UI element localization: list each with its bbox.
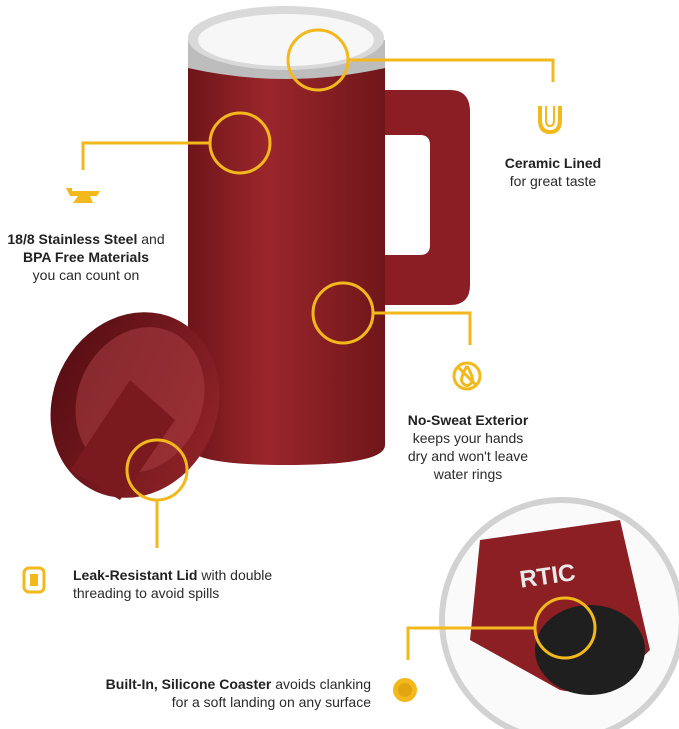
feature-silicone-coaster: Built-In, Silicone Coaster avoids clanki…: [40, 675, 371, 711]
feature-title: Leak-Resistant Lid: [73, 567, 198, 583]
feature-ceramic-lined: Ceramic Lined for great taste: [488, 154, 618, 190]
coaster-icon: [393, 678, 417, 702]
feature-stainless-steel: 18/8 Stainless Steel and BPA Free Materi…: [0, 230, 172, 284]
anvil-icon: [66, 188, 100, 203]
u-ceramic-icon: [538, 106, 562, 135]
feature-title: No-Sweat Exterior: [407, 412, 529, 428]
feature-desc: threading to avoid spills: [73, 585, 220, 601]
feature-title-rest: avoids clanking: [271, 676, 371, 692]
lid-icon: [22, 566, 46, 594]
lid: [50, 312, 220, 500]
feature-desc: water rings: [433, 466, 503, 482]
feature-title: 18/8 Stainless Steel: [7, 231, 138, 247]
mug-body: [188, 40, 385, 465]
feature-desc: for a soft landing on any surface: [171, 694, 371, 710]
feature-leak-resistant-lid: Leak-Resistant Lid with double threading…: [73, 566, 333, 602]
feature-title: Ceramic Lined: [504, 155, 602, 171]
feature-desc: you can count on: [32, 267, 140, 283]
mug-handle: [375, 90, 470, 305]
coaster-inset: RTIC: [439, 497, 679, 729]
feature-no-sweat: No-Sweat Exterior keeps your hands dry a…: [393, 411, 543, 483]
feature-title-2: BPA Free Materials: [22, 249, 150, 265]
feature-title-rest: and: [137, 231, 165, 247]
no-sweat-drop-icon: [452, 361, 482, 391]
feature-desc: dry and won't leave: [407, 448, 529, 464]
callout-lines: [81, 28, 597, 660]
feature-title: Built-In, Silicone Coaster: [105, 676, 272, 692]
feature-desc: keeps your hands: [412, 430, 524, 446]
feature-title-rest: with double: [197, 567, 273, 583]
feature-desc: for great taste: [509, 173, 597, 189]
